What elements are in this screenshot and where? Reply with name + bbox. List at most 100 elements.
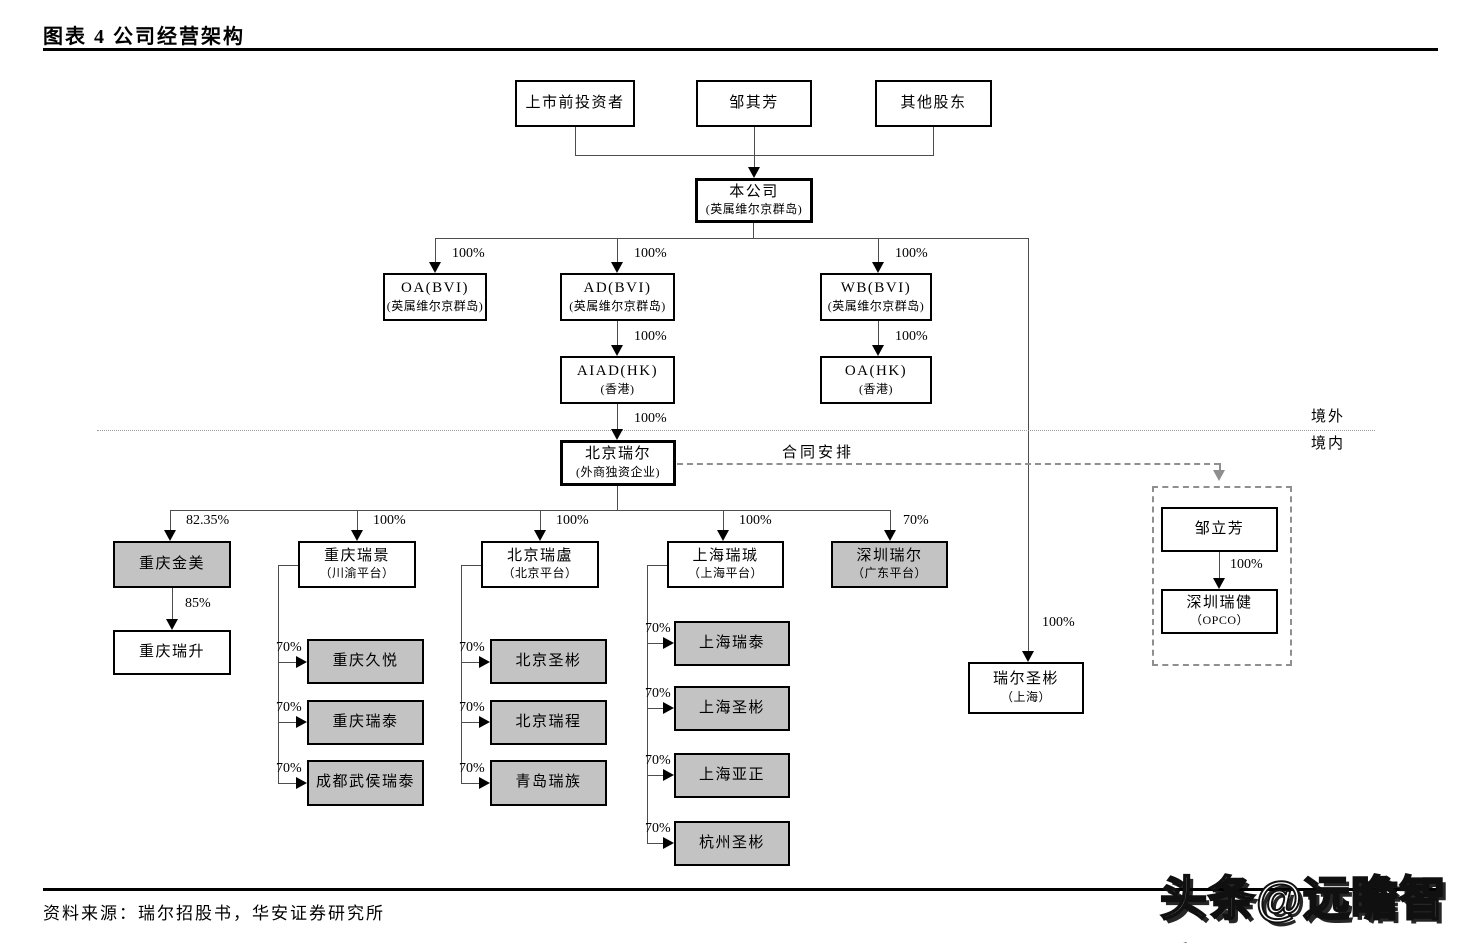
node-beijing-shengbin: 北京圣彬 <box>490 639 607 684</box>
contract-arrangement-line <box>1219 463 1221 471</box>
node-label: 北京瑞尔 <box>584 446 651 463</box>
arrowhead <box>479 777 490 789</box>
node-label: OA(BVI) <box>401 280 469 297</box>
node-label: 邹立芳 <box>1194 520 1245 537</box>
arrowhead <box>296 777 307 789</box>
connector-line <box>617 321 618 347</box>
node-qingdao-ruizu: 青岛瑞族 <box>490 760 607 806</box>
node-label: 北京瑞程 <box>515 713 582 730</box>
node-chongqing-ruisheng: 重庆瑞升 <box>113 630 231 675</box>
node-label: 北京圣彬 <box>515 652 582 669</box>
ownership-label: 100% <box>373 513 406 528</box>
ownership-label: 70% <box>645 621 671 636</box>
connector-line <box>647 565 648 843</box>
ownership-label: 70% <box>276 761 302 776</box>
node-label: 上市前投资者 <box>525 94 625 111</box>
figure-title: 图表 4 公司经营架构 <box>43 26 245 48</box>
node-ad-bvi: AD(BVI) (英属维尔京群岛) <box>560 273 675 321</box>
connector-line <box>357 510 358 531</box>
ownership-label: 100% <box>634 411 667 426</box>
offshore-onshore-divider <box>97 430 1375 431</box>
node-label: 重庆瑞泰 <box>332 713 399 730</box>
ownership-label: 70% <box>645 686 671 701</box>
connector-line <box>617 404 618 431</box>
node-the-company: 本公司 (英属维尔京群岛) <box>695 178 813 223</box>
node-label: 上海瑞泰 <box>698 634 765 651</box>
node-sublabel: (英属维尔京群岛) <box>705 202 803 217</box>
node-label: 成都武侯瑞泰 <box>315 774 415 791</box>
node-shanghai-ruitai: 上海瑞泰 <box>674 621 790 666</box>
connector-line <box>278 565 298 566</box>
node-wb-bvi: WB(BVI) (英属维尔京群岛) <box>820 273 932 321</box>
node-sublabel: （上海） <box>1000 689 1051 704</box>
connector-line <box>461 662 480 663</box>
node-oa-hk: OA(HK) (香港) <box>820 356 932 404</box>
arrowhead <box>663 702 674 714</box>
connector-line <box>723 510 724 531</box>
connector-line <box>575 127 576 156</box>
node-sublabel: (英属维尔京群岛) <box>827 298 925 313</box>
node-label: 瑞尔圣彬 <box>992 671 1059 688</box>
connector-line <box>617 238 618 264</box>
node-label: WB(BVI) <box>840 280 912 297</box>
node-oa-bvi: OA(BVI) (英属维尔京群岛) <box>383 273 487 321</box>
ownership-label: 100% <box>739 513 772 528</box>
vie-group-frame <box>1152 486 1292 666</box>
connector-line <box>435 238 1028 239</box>
connector-line <box>172 588 173 621</box>
contract-arrangement-label: 合同安排 <box>782 445 855 461</box>
node-label: 邹其芳 <box>729 94 779 111</box>
connector-line <box>647 643 664 644</box>
node-label: 本公司 <box>729 183 779 200</box>
connector-line <box>878 238 879 264</box>
ownership-label: 70% <box>276 700 302 715</box>
arrowhead <box>663 837 674 849</box>
ownership-label: 100% <box>556 513 589 528</box>
node-label: 重庆久悦 <box>332 652 399 669</box>
ownership-label: 82.35% <box>186 513 230 528</box>
node-chongqing-ruitai: 重庆瑞泰 <box>307 700 424 745</box>
connector-line <box>754 127 755 169</box>
node-label: 青岛瑞族 <box>515 774 582 791</box>
node-shanghai-shengbin: 上海圣彬 <box>674 686 790 731</box>
node-shenzhen-ruier: 深圳瑞尔 （广东平台） <box>831 541 948 588</box>
node-ruier-shengbin: 瑞尔圣彬 （上海） <box>968 662 1084 714</box>
connector-line <box>933 127 934 156</box>
ownership-label: 70% <box>459 640 485 655</box>
connector-line <box>647 775 664 776</box>
arrowhead <box>611 429 623 440</box>
arrowhead <box>717 530 729 541</box>
node-label: 其他股东 <box>900 94 967 111</box>
node-pre-ipo-investors: 上市前投资者 <box>515 80 635 127</box>
connector-line <box>170 510 890 511</box>
node-aiad-hk: AIAD(HK) (香港) <box>560 356 675 404</box>
arrowhead <box>166 619 178 630</box>
ownership-label: 100% <box>634 246 667 261</box>
ownership-label: 70% <box>645 821 671 836</box>
arrowhead <box>663 637 674 649</box>
node-beijing-ruicheng: 北京瑞程 <box>490 700 607 745</box>
connector-line <box>435 238 436 264</box>
arrowhead <box>872 345 884 356</box>
arrowhead <box>611 262 623 273</box>
connector-line <box>278 565 279 783</box>
arrowhead <box>748 167 760 178</box>
arrowhead <box>1022 651 1034 662</box>
node-zou-lifang: 邹立芳 <box>1161 507 1278 552</box>
node-label: 重庆瑞升 <box>138 643 205 660</box>
onshore-label: 境内 <box>1311 436 1346 452</box>
node-sublabel: （广东平台） <box>851 566 927 581</box>
connector-line <box>461 565 481 566</box>
ownership-label: 100% <box>895 246 928 261</box>
ownership-label: 85% <box>185 596 211 611</box>
node-shanghai-yazheng: 上海亚正 <box>674 753 790 798</box>
ownership-label: 100% <box>895 329 928 344</box>
arrowhead <box>479 716 490 728</box>
node-label: 深圳瑞健 <box>1186 594 1253 611</box>
node-label: 深圳瑞尔 <box>856 547 923 564</box>
ownership-label: 100% <box>634 329 667 344</box>
connector-line <box>540 510 541 531</box>
node-sublabel: （OPCO） <box>1189 613 1249 628</box>
connector-line <box>647 708 664 709</box>
connector-line <box>890 510 891 531</box>
